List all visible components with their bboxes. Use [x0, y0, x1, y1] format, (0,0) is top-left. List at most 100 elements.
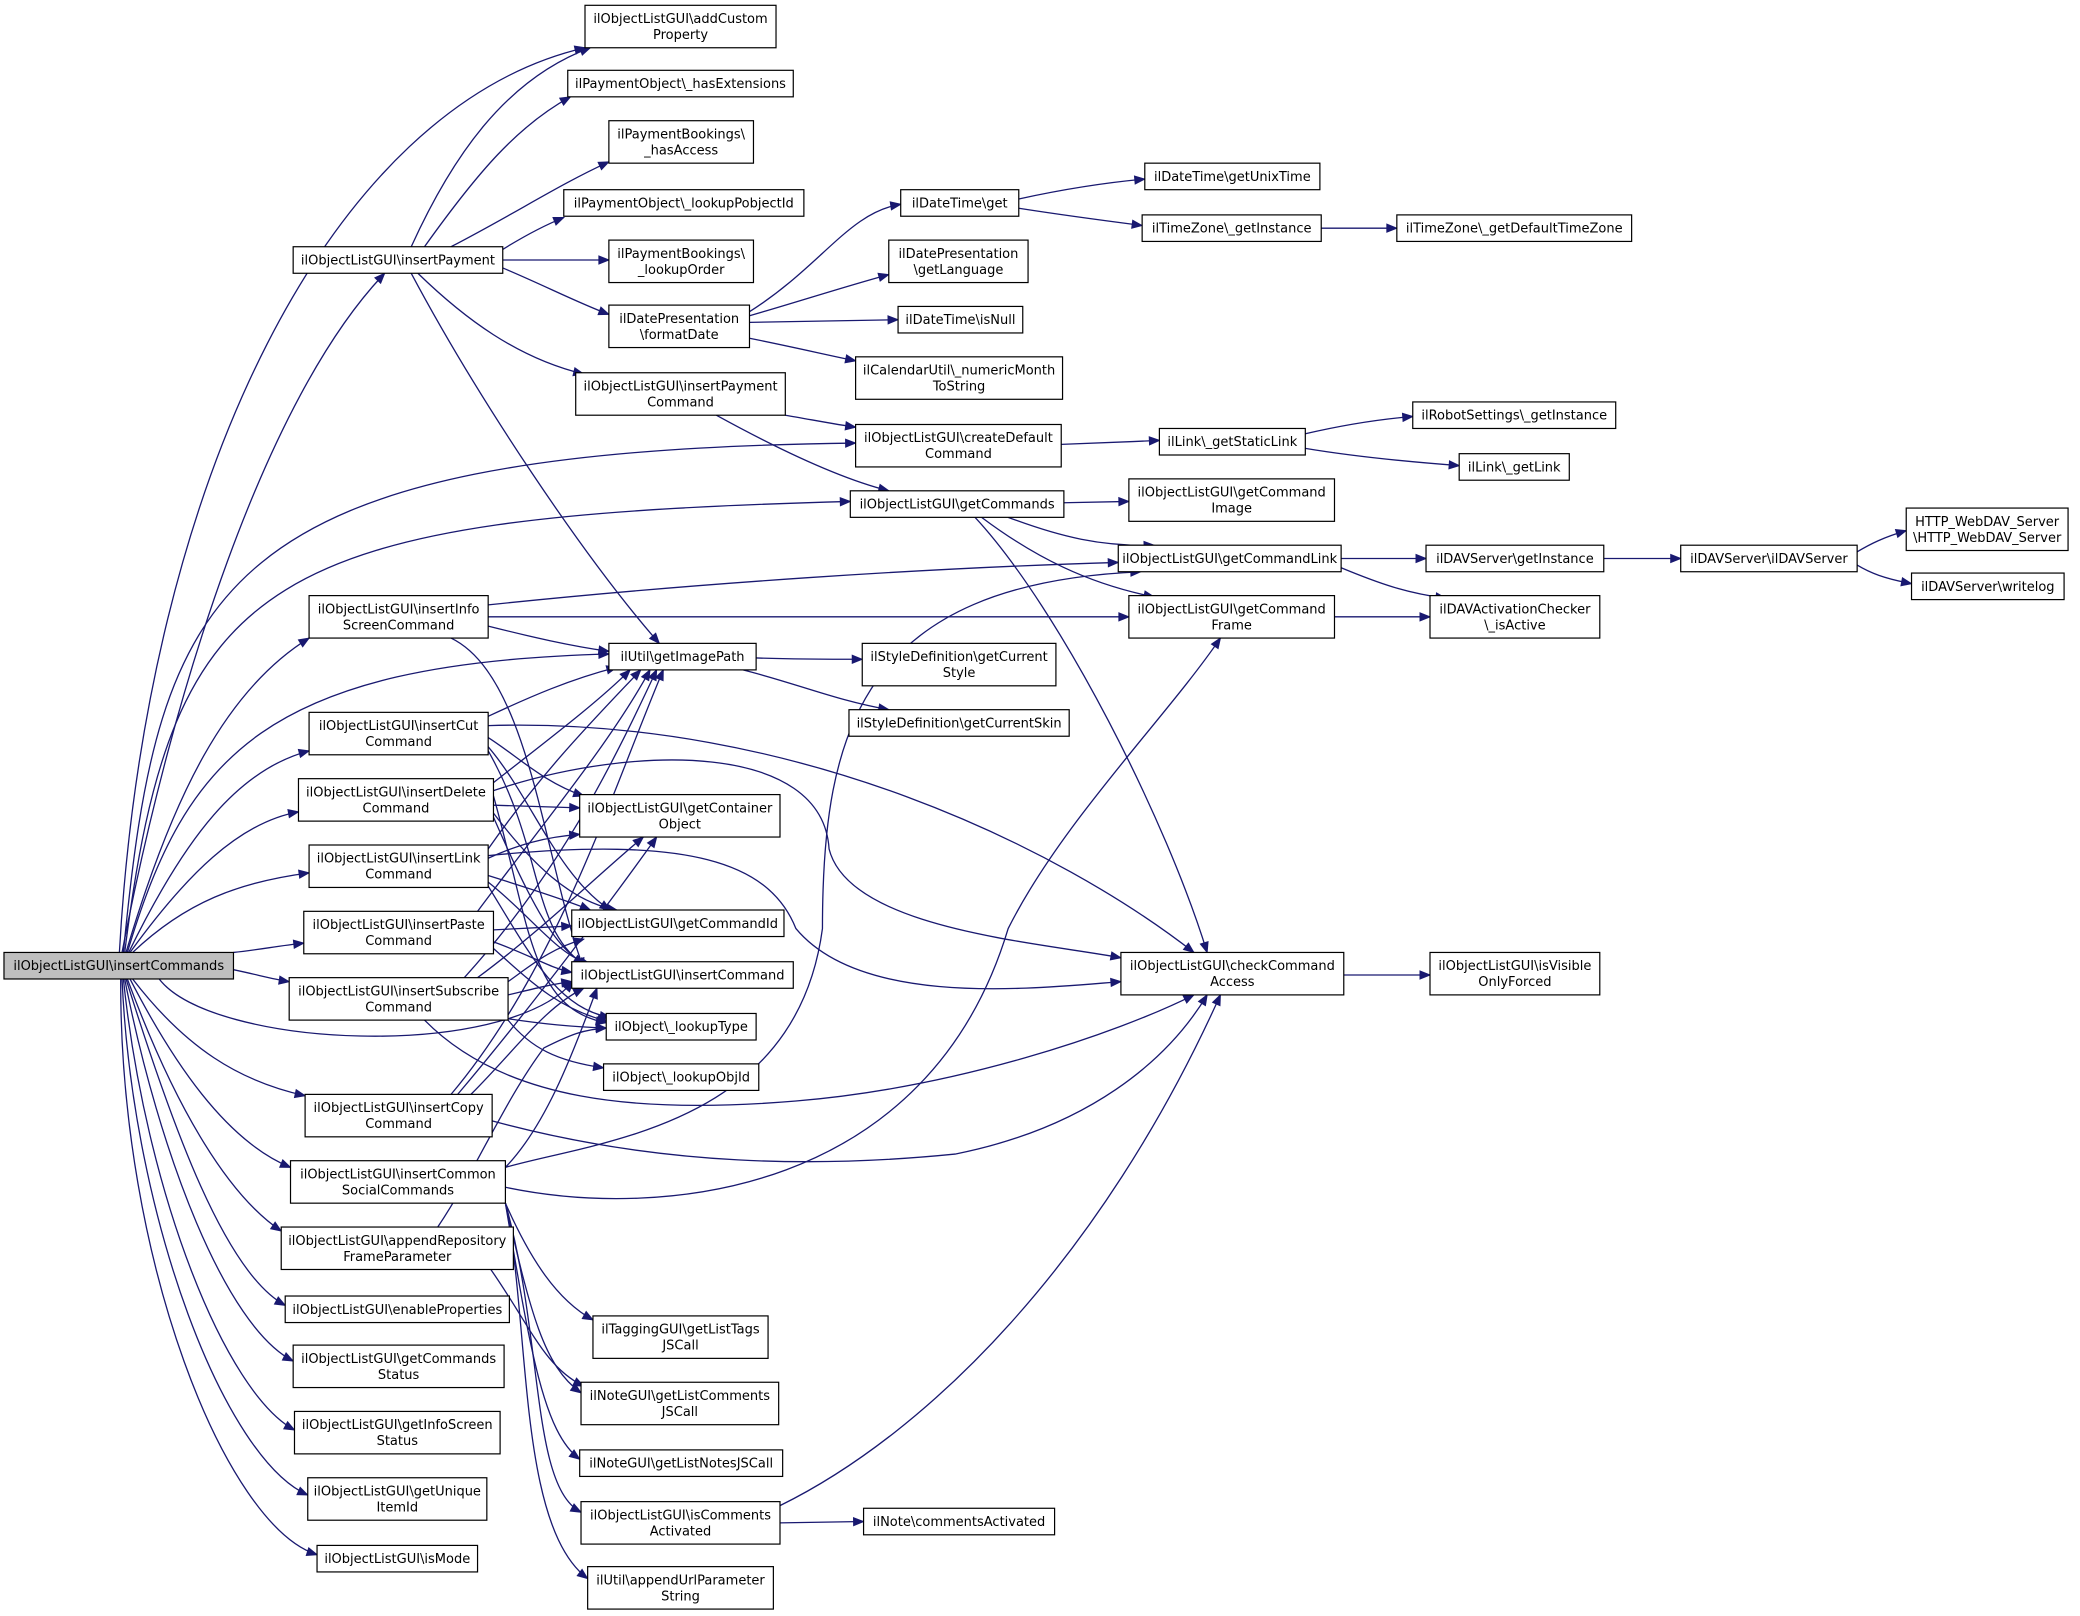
- edge-insertPaste-to-getCommandId: [493, 921, 574, 932]
- node-getCommandId[interactable]: ilObjectListGUI\getCommandId: [571, 909, 785, 938]
- edge-line: [451, 670, 663, 1094]
- node-getImagePath[interactable]: ilUtil\getImagePath: [608, 642, 757, 671]
- node-httpWebDav[interactable]: HTTP_WebDAV_Server\HTTP_WebDAV_Server: [1905, 507, 2069, 552]
- node-label: ilObjectListGUI\insertPaste: [312, 918, 484, 933]
- edge-line: [505, 1203, 579, 1459]
- edge-line: [975, 517, 1207, 952]
- edge-line: [505, 1203, 593, 1320]
- node-robotGetInstance[interactable]: ilRobotSettings\_getInstance: [1412, 401, 1617, 430]
- node-box: [897, 305, 1024, 334]
- edge-line: [503, 268, 609, 314]
- node-box: [1905, 507, 2069, 552]
- node-box: [308, 711, 489, 756]
- edge-arrowhead: [281, 1352, 295, 1362]
- node-commentsActivated[interactable]: ilNote\commentsActivated: [862, 1507, 1056, 1536]
- node-insertPayment[interactable]: ilObjectListGUI\insertPayment: [292, 246, 504, 274]
- node-tzGetInstance[interactable]: ilTimeZone\_getInstance: [1141, 214, 1322, 243]
- node-label: Activated: [650, 1524, 712, 1539]
- node-dtGet[interactable]: ilDateTime\get: [900, 189, 1020, 217]
- node-label: ilPaymentObject\_hasExtensions: [575, 77, 786, 92]
- edge-formatDate-to-isNull: [749, 315, 900, 325]
- edge-insertPayment-to-addCustomProperty: [411, 46, 592, 246]
- node-label: ilObjectListGUI\isComments: [590, 1508, 771, 1523]
- edge-line: [233, 943, 303, 952]
- node-davGetInstance[interactable]: ilDAVServer\getInstance: [1425, 544, 1605, 573]
- node-lookupOrder[interactable]: ilPaymentBookings\_lookupOrder: [608, 239, 755, 284]
- edge-arrowhead: [619, 668, 632, 681]
- node-hasAccess[interactable]: ilPaymentBookings\_hasAccess: [608, 120, 755, 164]
- node-label: Command: [365, 1117, 432, 1132]
- node-getLink[interactable]: ilLink\_getLink: [1458, 453, 1570, 481]
- edge-arrowhead: [298, 869, 311, 879]
- node-isNull[interactable]: ilDateTime\isNull: [897, 305, 1024, 334]
- edge-arrowhead: [578, 46, 592, 56]
- node-insertCommonSocial[interactable]: ilObjectListGUI\insertCommonSocialComman…: [289, 1160, 507, 1204]
- edge-getCommandFrame-to-isActive: [1334, 612, 1432, 622]
- node-writelog[interactable]: ilDAVServer\writelog: [1910, 572, 2065, 601]
- node-lookupType[interactable]: ilObject\_lookupType: [605, 1012, 757, 1041]
- node-box: [1117, 544, 1342, 573]
- node-lookupPobjectId[interactable]: ilPaymentObject\_lookupPobjectId: [563, 189, 805, 217]
- node-appendRepoFrame[interactable]: ilObjectListGUI\appendRepositoryFramePar…: [280, 1226, 514, 1271]
- edge-insertSubscribe-to-getImagePath: [464, 668, 656, 978]
- edge-arrowhead: [560, 978, 574, 988]
- node-box: [862, 1507, 1056, 1536]
- edge-arrowhead: [1401, 412, 1415, 423]
- edge-line: [488, 747, 610, 910]
- node-box: [292, 246, 504, 274]
- node-box: [307, 1477, 488, 1521]
- node-label: ilDatePresentation: [898, 247, 1018, 262]
- edge-line: [780, 995, 1220, 1506]
- node-label: Status: [378, 1368, 420, 1383]
- node-getDefaultTimeZone[interactable]: ilTimeZone\_getDefaultTimeZone: [1396, 214, 1633, 243]
- edge-root-to-insertCut: [129, 748, 311, 953]
- node-getStaticLink[interactable]: ilLink\_getStaticLink: [1158, 427, 1306, 456]
- node-lookupObjId[interactable]: ilObject\_lookupObjId: [602, 1063, 760, 1092]
- edge-arrowhead: [578, 901, 592, 911]
- node-label: ilObjectListGUI\insertCommon: [300, 1167, 496, 1182]
- node-root[interactable]: ilObjectListGUI\insertCommands: [3, 951, 235, 980]
- node-formatDate[interactable]: ilDatePresentation\formatDate: [608, 304, 751, 349]
- node-enableProperties[interactable]: ilObjectListGUI\enableProperties: [284, 1295, 510, 1324]
- node-getCommandLink[interactable]: ilObjectListGUI\getCommandLink: [1117, 544, 1342, 573]
- node-insertCommand[interactable]: ilObjectListGUI\insertCommand: [571, 961, 794, 989]
- edge-line: [125, 501, 851, 952]
- node-isMode[interactable]: ilObjectListGUI\isMode: [316, 1544, 479, 1573]
- node-getListNotes[interactable]: ilNoteGUI\getListNotesJSCall: [579, 1449, 784, 1478]
- node-isActive[interactable]: ilDAVActivationChecker\_isActive: [1429, 595, 1601, 639]
- node-getUnixTime[interactable]: ilDateTime\getUnixTime: [1144, 162, 1321, 191]
- node-box: [1910, 572, 2065, 601]
- edge-arrowhead: [278, 975, 291, 985]
- node-getLanguage[interactable]: ilDatePresentation\getLanguage: [888, 239, 1029, 284]
- node-getCommands[interactable]: ilObjectListGUI\getCommands: [849, 490, 1065, 518]
- node-label: ilRobotSettings\_getInstance: [1421, 409, 1607, 424]
- node-hasExtensions[interactable]: ilPaymentObject\_hasExtensions: [567, 69, 794, 98]
- node-label: ilNoteGUI\getListNotesJSCall: [589, 1457, 773, 1472]
- node-davConstruct[interactable]: ilDAVServer\ilDAVServer: [1680, 544, 1858, 573]
- node-getCurrentSkin[interactable]: ilStyleDefinition\getCurrentSkin: [848, 709, 1070, 737]
